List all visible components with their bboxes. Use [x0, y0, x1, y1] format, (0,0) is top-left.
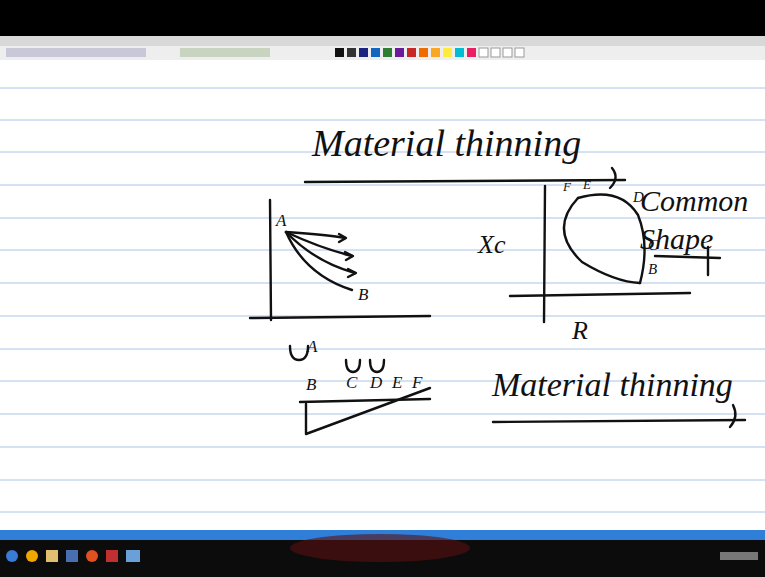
toolbar: [0, 46, 765, 60]
handwritten-label: R: [572, 318, 588, 344]
handwritten-label: B: [358, 286, 368, 303]
wedge-line: [306, 388, 430, 434]
sheet-line: [300, 399, 430, 402]
taskbar-glow: [290, 534, 470, 562]
handwritten-label: F: [563, 180, 571, 193]
shape-underline: [655, 256, 720, 258]
handwritten-label: E: [392, 374, 402, 391]
handwritten-label: C: [346, 374, 357, 391]
window-title-bar: [0, 36, 765, 46]
handwritten-label: Common Shape: [640, 182, 752, 257]
y-axis: [544, 186, 545, 322]
handwritten-label: F: [412, 374, 422, 391]
handwritten-title: Material thinning: [312, 124, 581, 162]
pen-stroke: [610, 168, 616, 188]
flow-curve: [286, 232, 352, 290]
flow-curve: [286, 232, 352, 256]
pen-stroke: [730, 405, 735, 427]
x-axis: [250, 316, 430, 318]
top-band: [0, 0, 765, 36]
y-axis: [270, 200, 271, 320]
handwritten-label: E: [583, 178, 591, 191]
union-mark: [370, 360, 384, 372]
heading-underline: [493, 420, 745, 422]
union-mark: [346, 360, 360, 372]
ruled-lines: [0, 88, 765, 512]
handwritten-label: B: [306, 376, 316, 393]
handwritten-label: Xc: [478, 232, 505, 258]
handwritten-label: D: [370, 374, 382, 391]
handwritten-label: A: [276, 212, 286, 229]
forming-limit-curve: [564, 198, 640, 283]
union-mark: [290, 346, 308, 360]
toolbar-icons: [6, 48, 524, 57]
taskbar-icons: [6, 550, 758, 562]
forming-limit-curve: [578, 194, 645, 283]
arrowhead: [345, 252, 353, 260]
x-axis: [510, 293, 690, 296]
arrowhead: [339, 234, 346, 242]
title-underline: [305, 180, 625, 182]
arrowhead: [348, 269, 356, 277]
handwritten-label: Material thinning: [492, 368, 733, 402]
handwritten-label: B: [648, 262, 657, 277]
handwritten-label: A: [307, 338, 317, 355]
